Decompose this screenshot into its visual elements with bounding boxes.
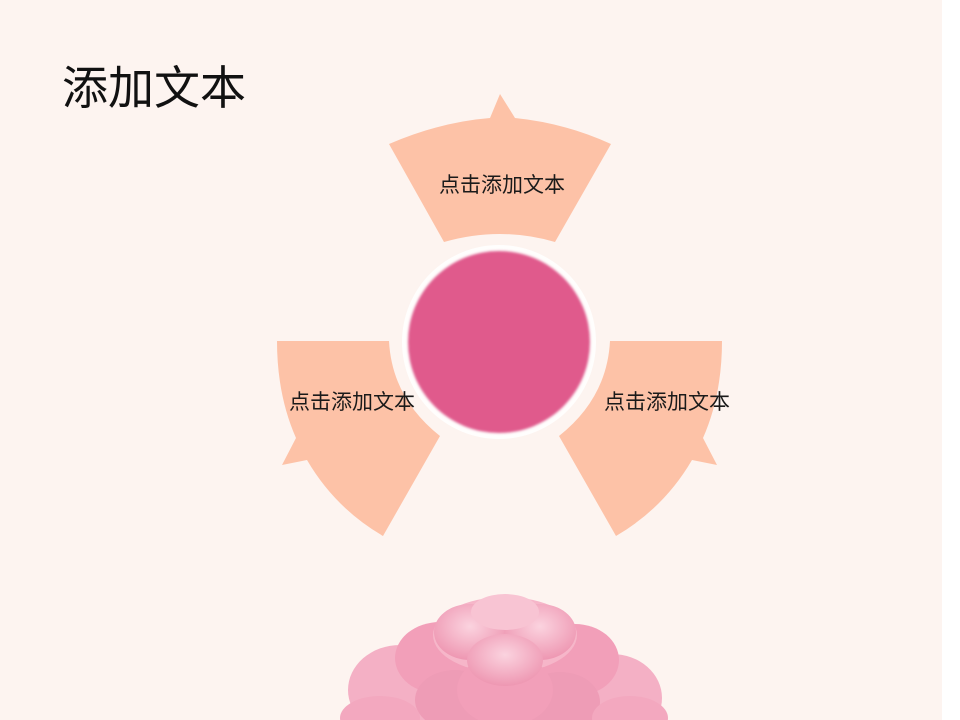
segment-left[interactable] bbox=[277, 341, 440, 536]
pink-flower-icon bbox=[340, 594, 668, 720]
segment-top-label[interactable]: 点击添加文本 bbox=[439, 173, 565, 197]
segment-right[interactable] bbox=[559, 341, 722, 536]
slide-title[interactable]: 添加文本 bbox=[62, 61, 246, 115]
segment-top[interactable] bbox=[389, 94, 611, 242]
segment-right-label[interactable]: 点击添加文本 bbox=[604, 390, 730, 414]
segment-left-label[interactable]: 点击添加文本 bbox=[289, 390, 415, 414]
center-circle[interactable] bbox=[408, 251, 590, 433]
